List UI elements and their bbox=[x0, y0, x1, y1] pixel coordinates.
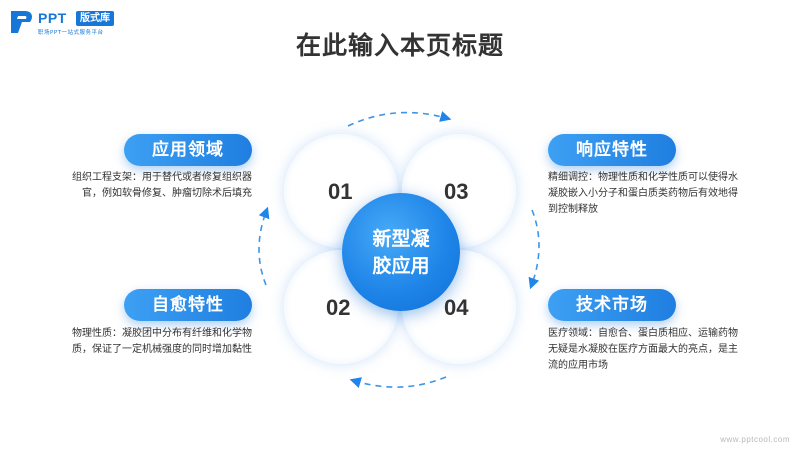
label-responsive: 响应特性 bbox=[548, 134, 676, 166]
center-text-line1: 新型凝 bbox=[372, 228, 430, 250]
petal-number: 01 bbox=[328, 179, 353, 204]
petal-number: 03 bbox=[444, 179, 469, 204]
label-tech-market: 技术市场 bbox=[548, 289, 676, 321]
arrow-top bbox=[347, 111, 452, 127]
label-application-field: 应用领域 bbox=[124, 134, 252, 166]
petal-03: 03 bbox=[402, 134, 516, 248]
center-text-line2: 胶应用 bbox=[372, 255, 430, 277]
brand-logo: PPT 版式库 职场PPT一站式服务平台 bbox=[8, 8, 138, 38]
desc-responsive: 精细调控：物理性质和化学性质可以使得水凝胶嵌入小分子和蛋白质类药物后有效地得到控… bbox=[548, 172, 738, 215]
petal-number: 04 bbox=[444, 295, 469, 320]
arrow-bottom bbox=[349, 376, 447, 388]
arrow-right bbox=[528, 209, 540, 290]
logo-badge: 版式库 bbox=[76, 11, 114, 26]
page-title: 在此输入本页标题 bbox=[295, 31, 504, 60]
center-circle: 新型凝 胶应用 bbox=[342, 193, 460, 311]
logo-tagline: 职场PPT一站式服务平台 bbox=[38, 30, 104, 36]
desc-tech-market: 医疗领域：自愈合、蛋白质相应、运输药物无疑是水凝胶在医疗方面最大的亮点，是主流的… bbox=[548, 328, 738, 371]
ppt-logo-icon bbox=[11, 11, 33, 33]
watermark: www.pptcool.com bbox=[720, 435, 790, 444]
petal-number: 02 bbox=[326, 295, 351, 320]
desc-application-field: 组织工程支架：用于替代或者修复组织器官，例如软骨修复、肿瘤切除术后填充 bbox=[72, 172, 252, 199]
arrow-left bbox=[258, 206, 270, 286]
desc-self-healing: 物理性质：凝胶团中分布有纤维和化学物质，保证了一定机械强度的同时增加黏性 bbox=[72, 328, 252, 355]
label-self-healing: 自愈特性 bbox=[124, 289, 252, 321]
logo-brand-text: PPT bbox=[38, 10, 67, 26]
